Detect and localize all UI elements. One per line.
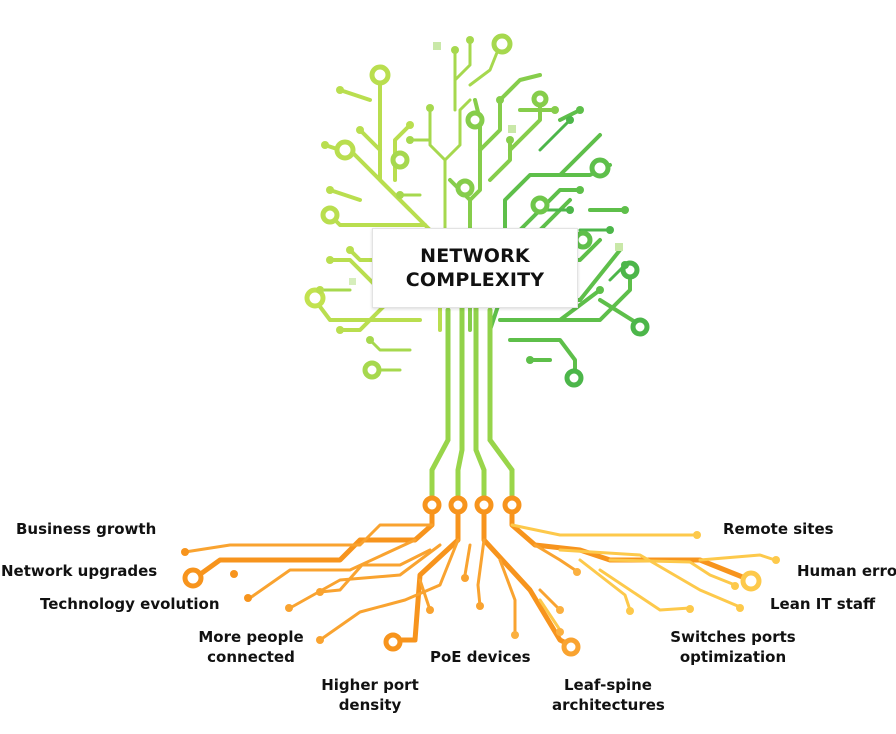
label-leaf-spine: Leaf-spine architectures (552, 675, 665, 715)
label-more-people: More people connected (196, 627, 306, 667)
label-poe-devices: PoE devices (430, 648, 531, 666)
label-switches-ports: Switches ports optimization (668, 627, 798, 667)
title-line-2: COMPLEXITY (405, 269, 545, 291)
label-business-growth: Business growth (16, 520, 157, 538)
roots (181, 495, 780, 657)
label-higher-port-line2: density (338, 696, 402, 714)
title-box: NETWORK COMPLEXITY (372, 228, 578, 308)
label-more-people-line1: More people (198, 628, 304, 646)
label-switches-ports-line1: Switches ports (670, 628, 796, 646)
label-higher-port-line1: Higher port (321, 676, 419, 694)
label-technology-evolution: Technology evolution (40, 595, 220, 613)
canopy-branches (304, 33, 650, 388)
tree-trunk (429, 297, 515, 503)
label-more-people-line2: connected (207, 648, 295, 666)
title-line-1: NETWORK (420, 245, 530, 267)
label-leaf-spine-line1: Leaf-spine (563, 676, 652, 694)
label-higher-port-density: Higher port density (318, 675, 422, 715)
label-leaf-spine-line2: architectures (552, 696, 665, 714)
label-lean-it-staff: Lean IT staff (770, 595, 876, 613)
label-remote-sites: Remote sites (723, 520, 834, 538)
label-human-error: Human error (797, 562, 896, 580)
label-switches-ports-line2: optimization (679, 648, 787, 666)
label-network-upgrades: Network upgrades (1, 562, 158, 580)
